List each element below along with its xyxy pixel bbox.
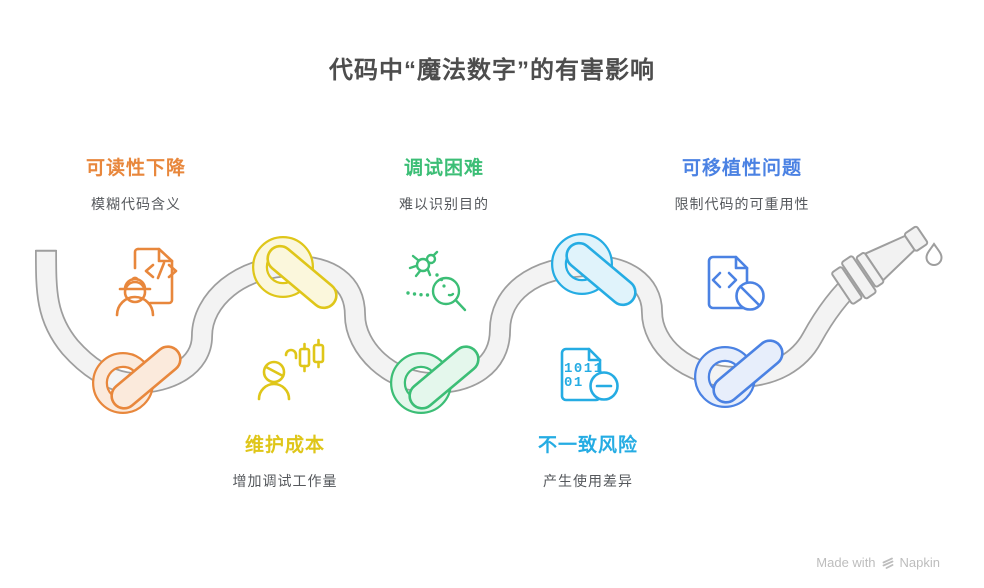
item-readability: 可读性下降 模糊代码含义 [86,153,186,214]
svg-text:01: 01 [564,375,584,391]
item-desc-portability: 限制代码的可重用性 [674,196,810,212]
watermark-prefix: Made with [816,555,876,570]
nozzle-ring-1 [831,266,863,305]
page-title: 代码中“魔法数字”的有害影响 [329,57,655,84]
item-desc-inconsistency: 产生使用差异 [542,473,633,489]
item-title-inconsistency: 不一致风险 [537,435,639,456]
item-title-portability: 可移植性问题 [681,158,802,179]
nozzle-ring-3 [855,252,885,288]
knot-debugging [390,345,480,414]
item-portability: 可移植性问题 限制代码的可重用性 [675,153,810,214]
item-desc-maintenance: 增加调试工作量 [232,473,338,489]
bug-magnifier-icon [406,250,467,312]
nozzle-tip [903,225,929,252]
item-inconsistency: 不一致风险 产生使用差异 [538,430,638,491]
item-title-maintenance: 维护成本 [244,435,325,456]
bug-trail-dots [406,273,446,297]
item-desc-readability: 模糊代码含义 [90,196,181,212]
item-title-debugging: 调试困难 [403,158,484,179]
napkin-logo-icon [882,557,893,569]
knot-maintenance [252,236,338,310]
binary-document-minus-icon: 1011 01 [560,347,619,402]
engineer-code-document-icon [115,247,178,317]
watermark-brand: Napkin [899,555,940,570]
code-document-blocked-icon [707,255,765,311]
svg-text:1011: 1011 [564,361,604,377]
item-desc-debugging: 难以识别目的 [399,196,489,212]
knot-portability [694,339,784,408]
item-maintenance: 维护成本 增加调试工作量 [233,430,338,491]
person-candlestick-chart-icon [257,338,325,401]
watermark: Made with Napkin [816,555,940,570]
knot-readability [92,345,182,414]
water-droplet-icon [925,242,943,266]
item-debugging: 调试困难 难以识别目的 [399,153,489,214]
knot-inconsistency [551,233,637,307]
nozzle-ring-2 [841,255,877,300]
item-title-readability: 可读性下降 [85,158,187,179]
hose-nozzle [831,225,929,305]
